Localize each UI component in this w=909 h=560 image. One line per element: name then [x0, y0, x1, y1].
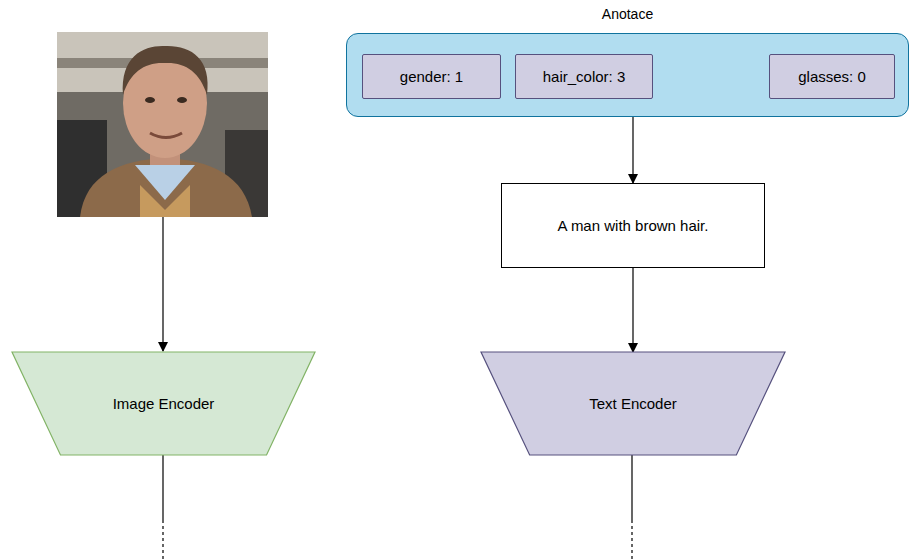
flow-arrow — [632, 117, 633, 183]
output-lines — [163, 455, 632, 560]
caption-box: A man with brown hair. — [501, 183, 765, 268]
portrait-photo — [57, 32, 268, 217]
node-label: Text Encoder — [589, 395, 677, 413]
annotation-band: Anotacegender: 1hair_color: 3glasses: 0 — [346, 33, 909, 117]
encoder-trapezoid: Image Encoder — [12, 352, 315, 455]
node-label: A man with brown hair. — [558, 217, 709, 235]
node-label: gender: 1 — [400, 68, 463, 86]
attribute-box: hair_color: 3 — [515, 54, 653, 99]
encoder-trapezoid: Text Encoder — [481, 352, 785, 455]
flow-arrow — [632, 268, 633, 352]
band-heading: Anotace — [347, 6, 908, 22]
image-arrow — [162, 217, 163, 351]
node-label: glasses: 0 — [798, 68, 866, 86]
attribute-box: gender: 1 — [362, 54, 501, 99]
attribute-box: glasses: 0 — [769, 54, 895, 99]
node-label: hair_color: 3 — [543, 68, 626, 86]
node-label: Image Encoder — [113, 395, 215, 413]
